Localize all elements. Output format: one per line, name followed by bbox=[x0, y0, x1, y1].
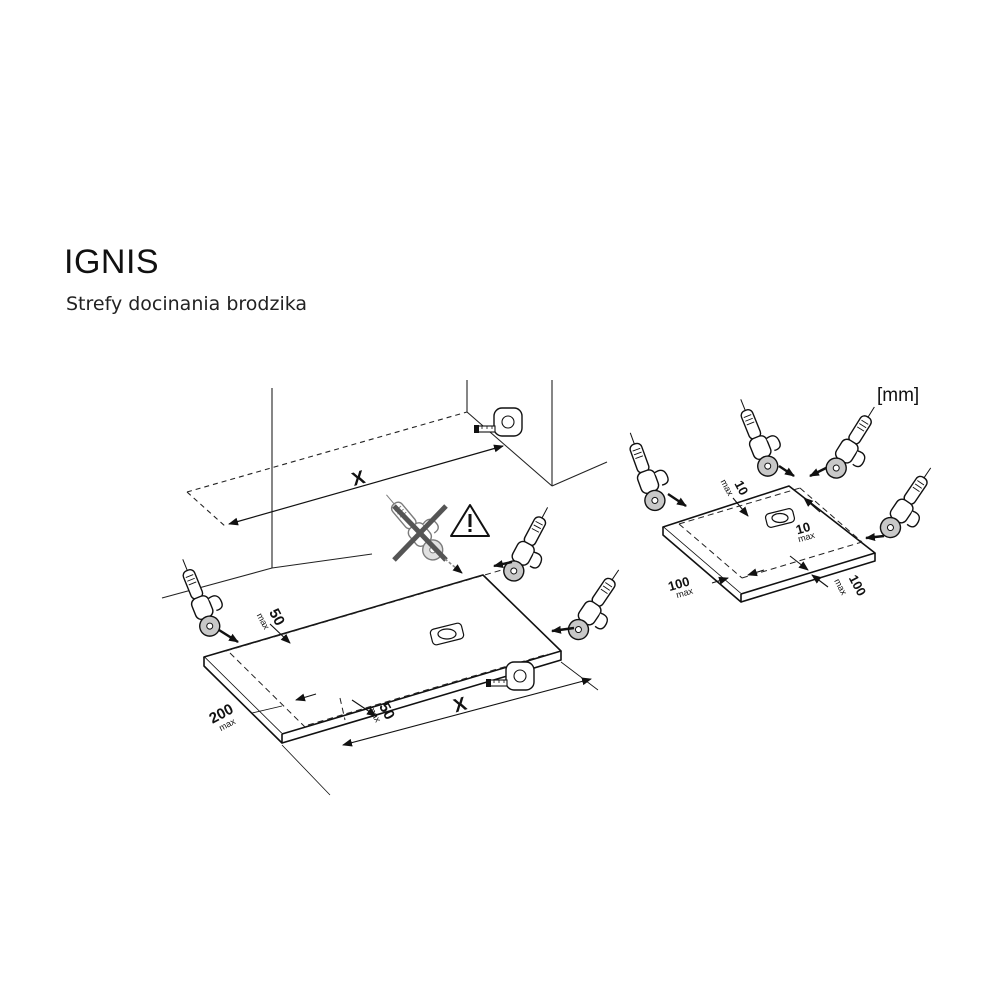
circular-saw-icon bbox=[499, 501, 566, 590]
circular-saw-icon bbox=[378, 481, 456, 565]
right-front-value: 100 bbox=[846, 572, 869, 598]
right-drain-value: 10 bbox=[794, 519, 812, 537]
drain-icon bbox=[429, 622, 465, 646]
right-top-max: max bbox=[719, 478, 736, 498]
unit-label: [mm] bbox=[877, 385, 919, 406]
left-shower-tray bbox=[203, 568, 562, 744]
room-width-label: X bbox=[350, 467, 368, 491]
forbidden-cut-zone bbox=[378, 481, 463, 574]
circular-saw-icon bbox=[730, 391, 791, 480]
circular-saw-icon bbox=[821, 400, 893, 488]
room-walls bbox=[161, 380, 608, 599]
right-tray-dimensions bbox=[711, 497, 829, 588]
circular-saw-icon bbox=[172, 551, 233, 640]
circular-saw-icon bbox=[875, 461, 949, 548]
right-left-max: max bbox=[675, 586, 695, 600]
left-front-value: 50 bbox=[375, 700, 398, 723]
room-width-dimension: X bbox=[228, 444, 504, 526]
left-back-value: 50 bbox=[265, 606, 288, 629]
right-drain-max: max bbox=[797, 530, 817, 544]
circular-saw-icon bbox=[563, 563, 637, 650]
right-tray-saws bbox=[620, 391, 949, 548]
right-top-value: 10 bbox=[731, 478, 751, 498]
warning-triangle-icon bbox=[450, 504, 490, 537]
circular-saw-icon bbox=[620, 425, 678, 514]
left-tray-saws bbox=[172, 501, 637, 650]
right-left-value: 100 bbox=[666, 574, 691, 594]
tape-measure-icon bbox=[473, 407, 523, 437]
left-tray-dimensions bbox=[251, 623, 599, 796]
drain-icon bbox=[764, 508, 796, 528]
tray-width-label: X bbox=[451, 693, 469, 717]
page-subtitle: Strefy docinania brodzika bbox=[66, 293, 308, 315]
right-shower-tray bbox=[662, 485, 876, 603]
page-title: IGNIS bbox=[64, 243, 160, 281]
